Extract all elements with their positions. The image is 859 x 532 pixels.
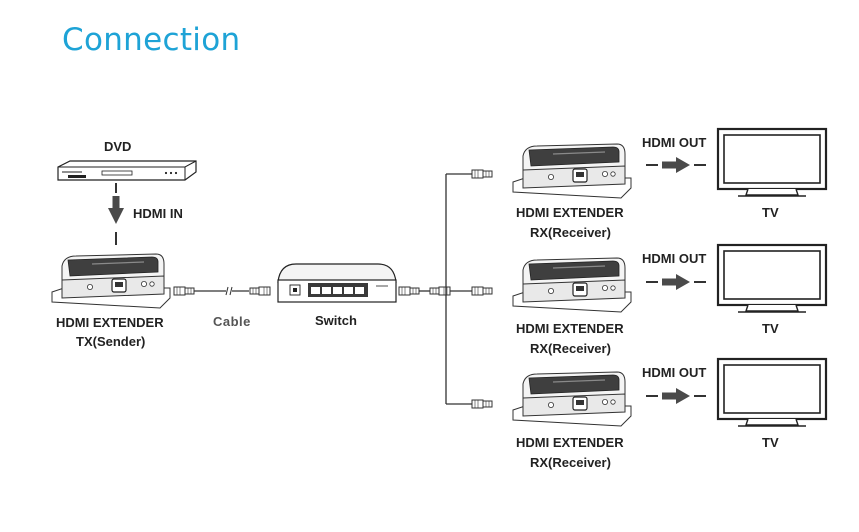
- tx-label-line1: HDMI EXTENDER: [56, 315, 164, 330]
- tv-label: TV: [762, 435, 779, 450]
- tv-icon: [716, 243, 828, 314]
- cable-label: Cable: [213, 314, 251, 329]
- rx-label-line1: HDMI EXTENDER: [516, 321, 624, 336]
- hdmi-out-label: HDMI OUT: [642, 135, 707, 150]
- hdmi-out-label: HDMI OUT: [642, 365, 707, 380]
- dvd-player-icon: [57, 160, 197, 181]
- dvd-label: DVD: [104, 139, 132, 154]
- tv-icon: [716, 357, 828, 428]
- hdmi-in-arrow-icon: [108, 183, 124, 245]
- network-switch-icon: [277, 263, 397, 303]
- rx-label-line2: RX(Receiver): [530, 455, 611, 470]
- switch-label: Switch: [315, 313, 357, 328]
- tx-label-line2: TX(Sender): [76, 334, 146, 349]
- hdmi-out-arrow-icon: [645, 156, 707, 174]
- hdmi-extender-tx-icon: [51, 253, 171, 309]
- page-title: Connection: [62, 22, 241, 58]
- hdmi-in-label: HDMI IN: [133, 206, 183, 221]
- cable-tx-to-switch: [173, 286, 271, 296]
- rx-label-line1: HDMI EXTENDER: [516, 205, 624, 220]
- tv-label: TV: [762, 205, 779, 220]
- hdmi-out-arrow-icon: [645, 273, 707, 291]
- cable-switch-to-receivers: [398, 169, 493, 409]
- rx-label-line2: RX(Receiver): [530, 225, 611, 240]
- rx-label-line1: HDMI EXTENDER: [516, 435, 624, 450]
- hdmi-out-arrow-icon: [645, 387, 707, 405]
- hdmi-extender-rx-icon: [512, 143, 632, 199]
- rx-label-line2: RX(Receiver): [530, 341, 611, 356]
- tv-icon: [716, 127, 828, 198]
- hdmi-out-label: HDMI OUT: [642, 251, 707, 266]
- hdmi-extender-rx-icon: [512, 257, 632, 313]
- tv-label: TV: [762, 321, 779, 336]
- hdmi-extender-rx-icon: [512, 371, 632, 427]
